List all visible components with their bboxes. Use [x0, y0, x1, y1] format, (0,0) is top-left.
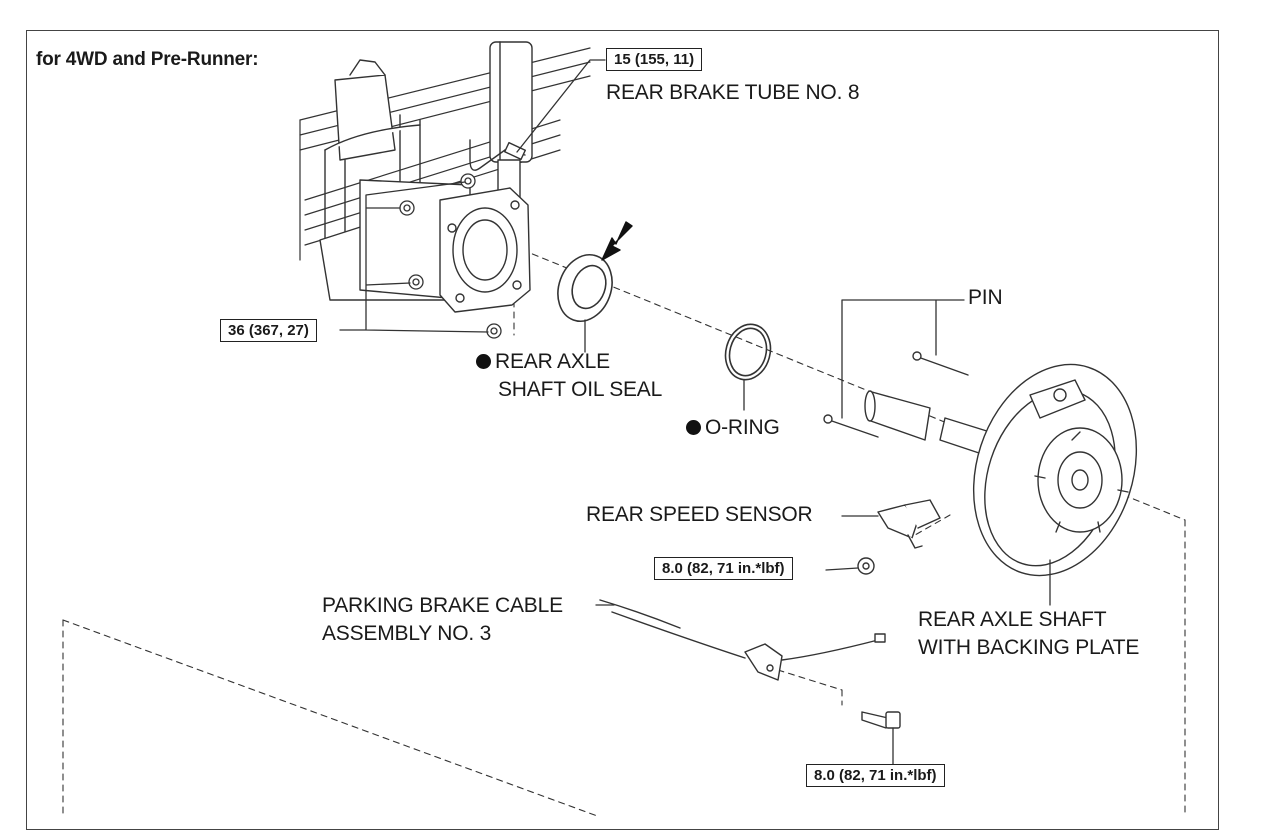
label-rear-axle-shaft: REAR AXLE SHAFT [918, 608, 1107, 631]
non-reusable-part-icon [686, 420, 701, 435]
torque-spec-housing-nuts: 36 (367, 27) [220, 319, 317, 342]
axle-shaft [864, 390, 991, 456]
rear-brake-tube [469, 139, 526, 171]
torque-spec-cable-bolt: 8.0 (82, 71 in.*lbf) [806, 764, 945, 787]
o-ring-part [724, 323, 772, 381]
label-oil-seal-line2: SHAFT OIL SEAL [498, 378, 663, 401]
label-pin: PIN [968, 286, 1003, 309]
label-rear-brake-tube: REAR BRAKE TUBE NO. 8 [606, 81, 860, 104]
torque-spec-brake-tube: 15 (155, 11) [606, 48, 703, 71]
rear-speed-sensor-part [857, 499, 941, 575]
housing-nuts [399, 173, 502, 339]
label-parking-brake-cable: PARKING BRAKE CABLE [322, 594, 563, 617]
label-oil-seal: REAR AXLE [476, 348, 610, 376]
cable-bolt-part [861, 711, 901, 729]
shock-absorber [489, 41, 533, 201]
non-reusable-part-icon [476, 354, 491, 369]
leader-lines [339, 59, 1051, 766]
torque-spec-speed-sensor: 8.0 (82, 71 in.*lbf) [654, 557, 793, 580]
label-parking-brake-cable-line2: ASSEMBLY NO. 3 [322, 622, 492, 645]
axle-housing [319, 179, 531, 313]
page-title: for 4WD and Pre-Runner: [36, 49, 259, 70]
install-direction-arrow [601, 221, 633, 261]
rear-axle-shaft-oil-seal [557, 254, 613, 322]
label-o-ring: O-RING [686, 414, 780, 442]
pins [823, 351, 969, 438]
backing-plate [972, 363, 1138, 577]
label-rear-speed-sensor: REAR SPEED SENSOR [586, 503, 813, 526]
parking-brake-cable-part [599, 599, 886, 681]
label-rear-axle-shaft-line2: WITH BACKING PLATE [918, 636, 1140, 659]
